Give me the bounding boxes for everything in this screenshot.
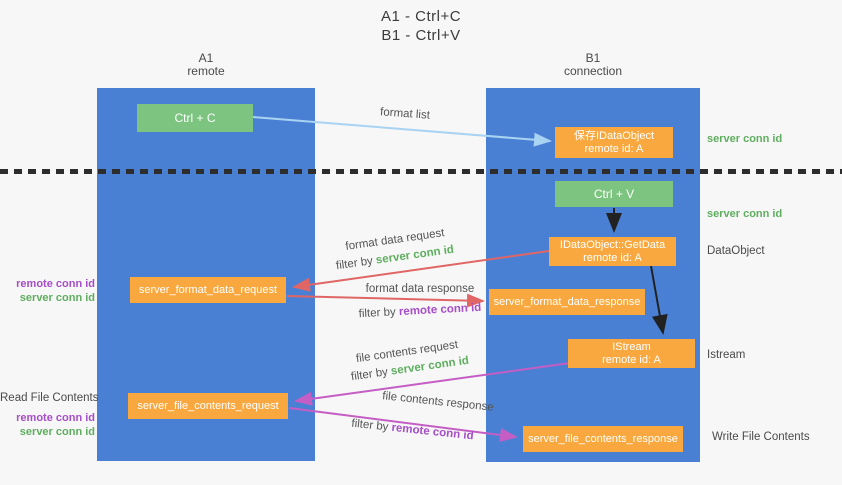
lane-header-b1: B1 connection <box>486 52 700 78</box>
label-istream: Istream <box>707 349 746 361</box>
filter-by-text: filter by <box>358 306 400 321</box>
node-save-idataobject-subtitle: remote id: A <box>584 142 644 155</box>
node-istream: IStream remote id: A <box>568 339 695 368</box>
diagram-title-line1: A1 - Ctrl+C <box>380 8 462 25</box>
edge-label-format-data-response: format data response <box>365 283 475 295</box>
node-server-format-data-request: server_format_data_request <box>130 277 286 303</box>
label-dataobject: DataObject <box>707 245 765 257</box>
node-istream-subtitle: remote id: A <box>602 353 661 366</box>
node-file-request-label: server_file_contents_request <box>137 399 279 412</box>
node-ctrl-c: Ctrl + C <box>137 104 253 132</box>
lane-b1-name: B1 <box>585 51 601 65</box>
label-write-file-contents: Write File Contents <box>712 431 810 443</box>
node-file-response-label: server_file_contents_response <box>528 432 678 445</box>
node-server-format-data-response: server_format_data_response <box>489 289 645 315</box>
session-divider-dotted-line <box>0 169 842 174</box>
label-remote-conn-id-bottom-left: remote conn id <box>16 412 95 424</box>
arrow-file-contents-response <box>288 407 518 442</box>
lane-header-a1: A1 remote <box>97 52 315 78</box>
node-ctrl-v-label: Ctrl + V <box>593 186 635 201</box>
node-ctrl-c-label: Ctrl + C <box>174 110 216 125</box>
node-server-file-contents-response: server_file_contents_response <box>523 426 683 452</box>
arrow-format-list <box>252 116 552 147</box>
node-format-request-label: server_format_data_request <box>138 283 278 296</box>
diagram-title-line2: B1 - Ctrl+V <box>381 27 461 44</box>
node-istream-title: IStream <box>612 340 651 353</box>
node-getdata-subtitle: remote id: A <box>583 251 642 264</box>
lane-a1-subtitle: remote <box>187 64 225 78</box>
label-server-conn-id-top-right: server conn id <box>707 133 783 145</box>
label-server-conn-id-mid-right: server conn id <box>707 208 783 220</box>
label-remote-conn-id-mid-left: remote conn id <box>16 278 95 290</box>
label-server-conn-id-mid-left: server conn id <box>19 292 95 304</box>
arrow-format-data-request <box>292 250 550 292</box>
arrow-file-contents-request <box>294 362 571 406</box>
label-read-file-contents: Read File Contents <box>0 392 99 404</box>
node-getdata-title: IDataObject::GetData <box>559 238 666 251</box>
lane-a1-name: A1 <box>198 51 214 65</box>
node-save-idataobject: 保存IDataObject remote id: A <box>555 127 673 158</box>
arrow-getdata-to-istream <box>650 265 668 335</box>
node-server-file-contents-request: server_file_contents_request <box>128 393 288 419</box>
arrow-format-data-response <box>286 293 485 308</box>
node-idataobject-getdata: IDataObject::GetData remote id: A <box>549 237 676 266</box>
label-server-conn-id-bottom-left: server conn id <box>19 426 95 438</box>
lane-b1-subtitle: connection <box>563 64 623 78</box>
node-format-response-label: server_format_data_response <box>493 295 641 308</box>
node-ctrl-v: Ctrl + V <box>555 181 673 207</box>
node-save-idataobject-title: 保存IDataObject <box>573 129 655 142</box>
